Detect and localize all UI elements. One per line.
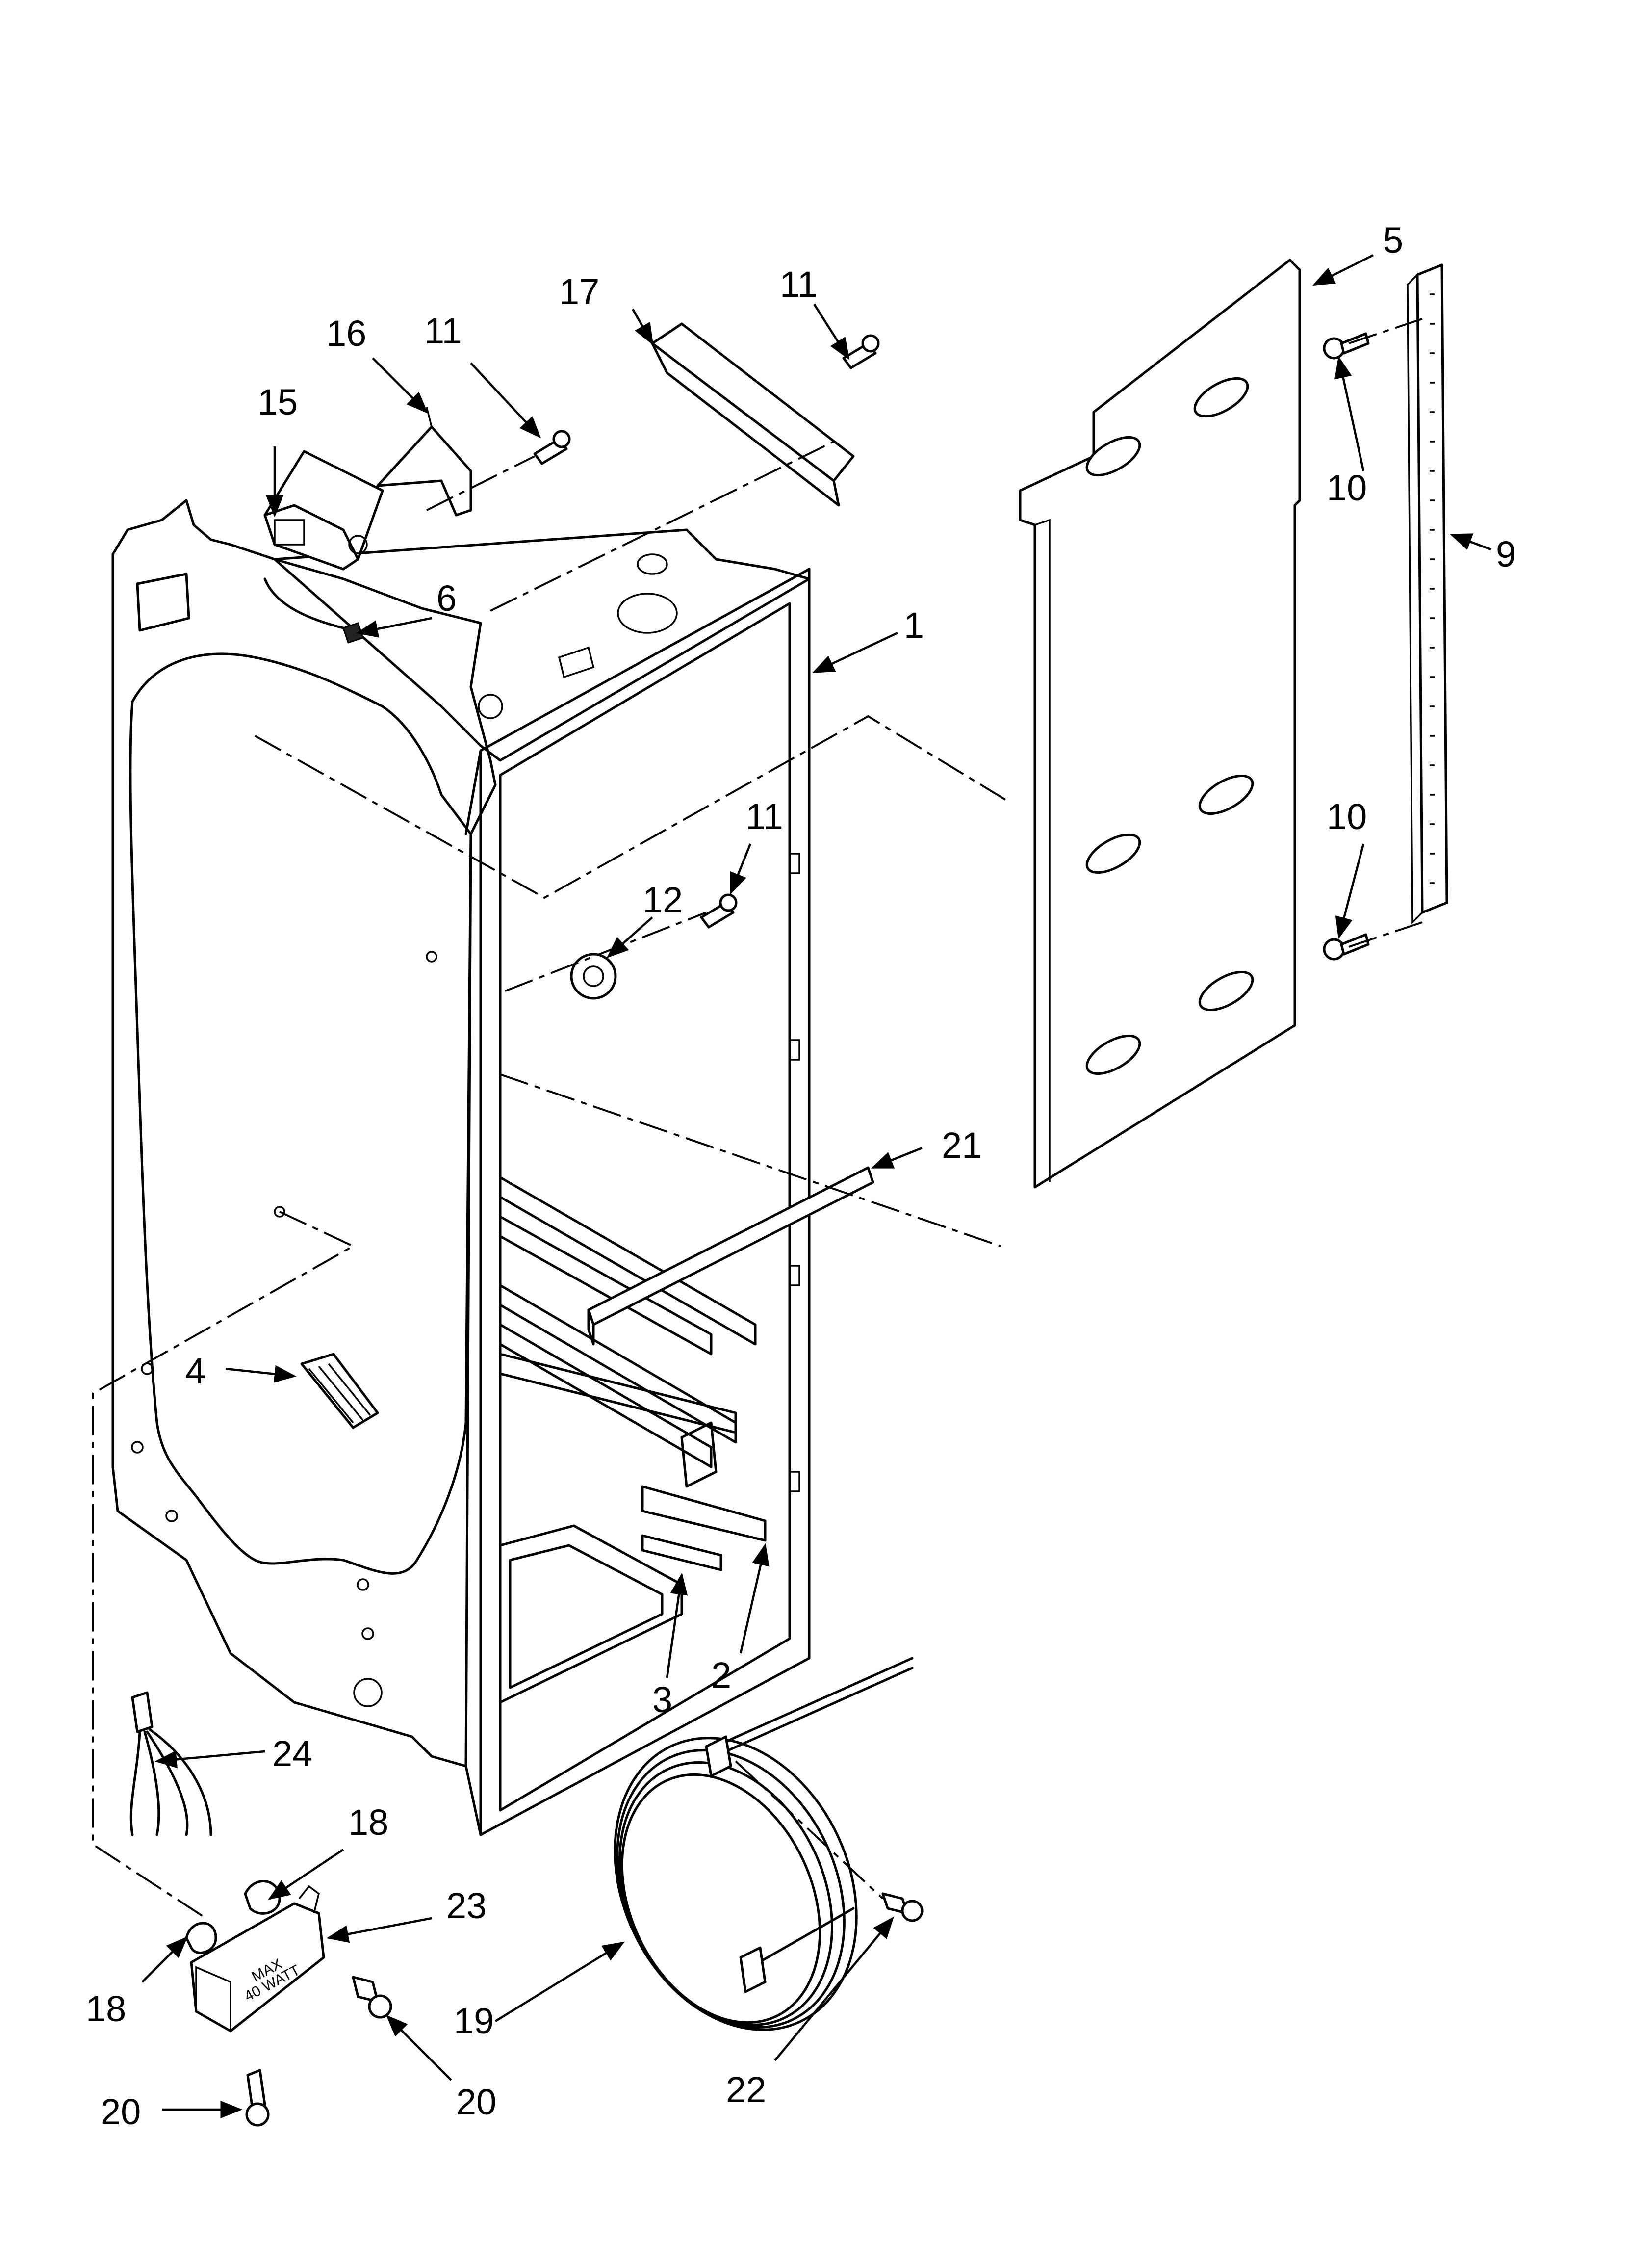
part-4-vent: [300, 1353, 379, 1429]
callout-9: 9: [1496, 534, 1516, 574]
callout-10-bottom: 10: [1327, 796, 1367, 837]
callout-10-top: 10: [1327, 468, 1367, 508]
screw-10-bottom: [1323, 933, 1370, 961]
callout-18-lower: 18: [86, 1988, 126, 2029]
part-9-rail: [1407, 263, 1448, 925]
screw-11-mid: [700, 893, 738, 929]
part-17-channel: [651, 322, 855, 507]
screw-10-top: [1323, 332, 1370, 360]
callout-16: 16: [326, 313, 366, 354]
callout-12: 12: [642, 880, 683, 920]
part-20-pin-right: [352, 1976, 392, 2019]
screw-11-top: [842, 334, 880, 369]
callout-labels: 1 2 3 4 5 6 9 10 10 11 11 11 12 15 16 17…: [86, 220, 1516, 2132]
part-16-bracket: [376, 407, 472, 517]
callout-2: 2: [711, 1655, 731, 1695]
callout-19: 19: [454, 2001, 494, 2041]
callout-3: 3: [652, 1679, 672, 1720]
part-21-bar: [587, 1166, 874, 1346]
callout-6: 6: [436, 578, 457, 619]
part-5-panel: [1019, 259, 1301, 1189]
callout-11-bracket: 11: [424, 311, 462, 351]
callout-20-left: 20: [101, 2091, 141, 2132]
callout-15: 15: [257, 382, 298, 422]
callout-4: 4: [185, 1351, 205, 1391]
callout-17: 17: [559, 271, 599, 312]
callout-21: 21: [942, 1125, 982, 1166]
part-24-wire-harness: [129, 1691, 212, 1836]
part-18-clip-lower: [185, 1922, 217, 1954]
part-23-lamp-socket: MAX 40 WATT: [190, 1885, 325, 2033]
leader-lines: [141, 254, 1491, 2118]
callout-11-top: 11: [780, 264, 818, 305]
refrigerator-liner: [111, 499, 811, 1836]
callout-23: 23: [446, 1885, 487, 1926]
callout-20-right: 20: [456, 2082, 496, 2122]
callout-5: 5: [1383, 220, 1403, 261]
part-22-screw: [881, 1892, 924, 1922]
part-20-pin-left: [245, 2069, 270, 2127]
callout-1: 1: [904, 605, 924, 646]
callout-22: 22: [726, 2069, 766, 2110]
screw-11-bracket: [533, 430, 571, 465]
callout-18-upper: 18: [348, 1802, 388, 1843]
part-18-clip-upper: [244, 1880, 281, 1915]
assembly-lines: [92, 318, 1423, 1919]
callout-24: 24: [272, 1733, 312, 1774]
part-15-control-box: [263, 450, 384, 644]
part-12-control-knob: [570, 953, 617, 1000]
part-19-tube-coil: [614, 1657, 914, 2031]
panel-slots: [1085, 377, 1254, 1075]
callout-11-mid: 11: [745, 796, 783, 837]
